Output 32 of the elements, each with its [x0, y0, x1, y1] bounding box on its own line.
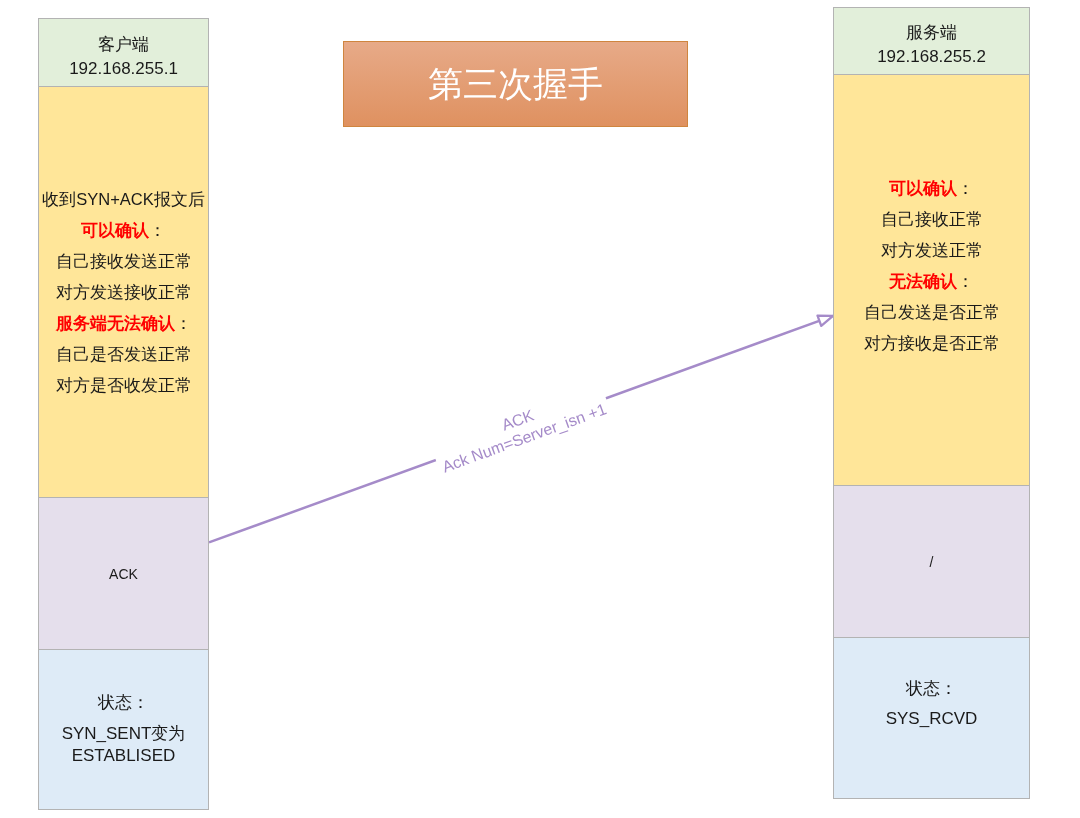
state-box: [833, 637, 1030, 799]
note-text: 无法确认：: [889, 270, 974, 292]
note-text: 可以确认：: [889, 177, 974, 199]
state-box: [38, 649, 209, 810]
state-heading: 状态：: [906, 677, 957, 700]
state-value: SYS_RCVD: [885, 708, 978, 731]
note-text: 对方接收是否正常: [863, 332, 1000, 354]
note-box: [833, 74, 1030, 486]
note-text: 对方是否收发正常: [55, 375, 192, 396]
ip-address: 192.168.255.1: [69, 57, 178, 80]
host-header-box: [833, 7, 1030, 75]
note-text: 自己是否发送正常: [55, 344, 192, 365]
state-heading: 状态：: [98, 692, 149, 715]
packet-label: ACK: [109, 564, 138, 584]
note-box: [38, 86, 209, 498]
state-value: SYN_SENT变为ESTABLISED: [60, 722, 187, 767]
note-text: 自己接收正常: [880, 208, 983, 230]
ip-address: 192.168.255.2: [877, 46, 986, 68]
title-banner: 第三次握手: [343, 41, 688, 127]
note-text: 服务端无法确认：: [55, 313, 192, 334]
host-header-box: [38, 18, 209, 87]
packet-label: /: [929, 552, 934, 572]
note-text: 可以确认：: [81, 220, 166, 241]
note-text: 自己发送是否正常: [863, 301, 1000, 323]
host-name: 服务端: [906, 22, 957, 44]
note-text: 对方发送正常: [880, 239, 983, 261]
packet-box: [833, 485, 1030, 638]
packet-box: [38, 497, 209, 650]
note-text: 自己接收发送正常: [55, 251, 192, 272]
note-text: 收到SYN+ACK报文后: [42, 189, 205, 210]
host-name: 客户端: [98, 33, 149, 56]
note-text: 对方发送接收正常: [55, 282, 192, 303]
